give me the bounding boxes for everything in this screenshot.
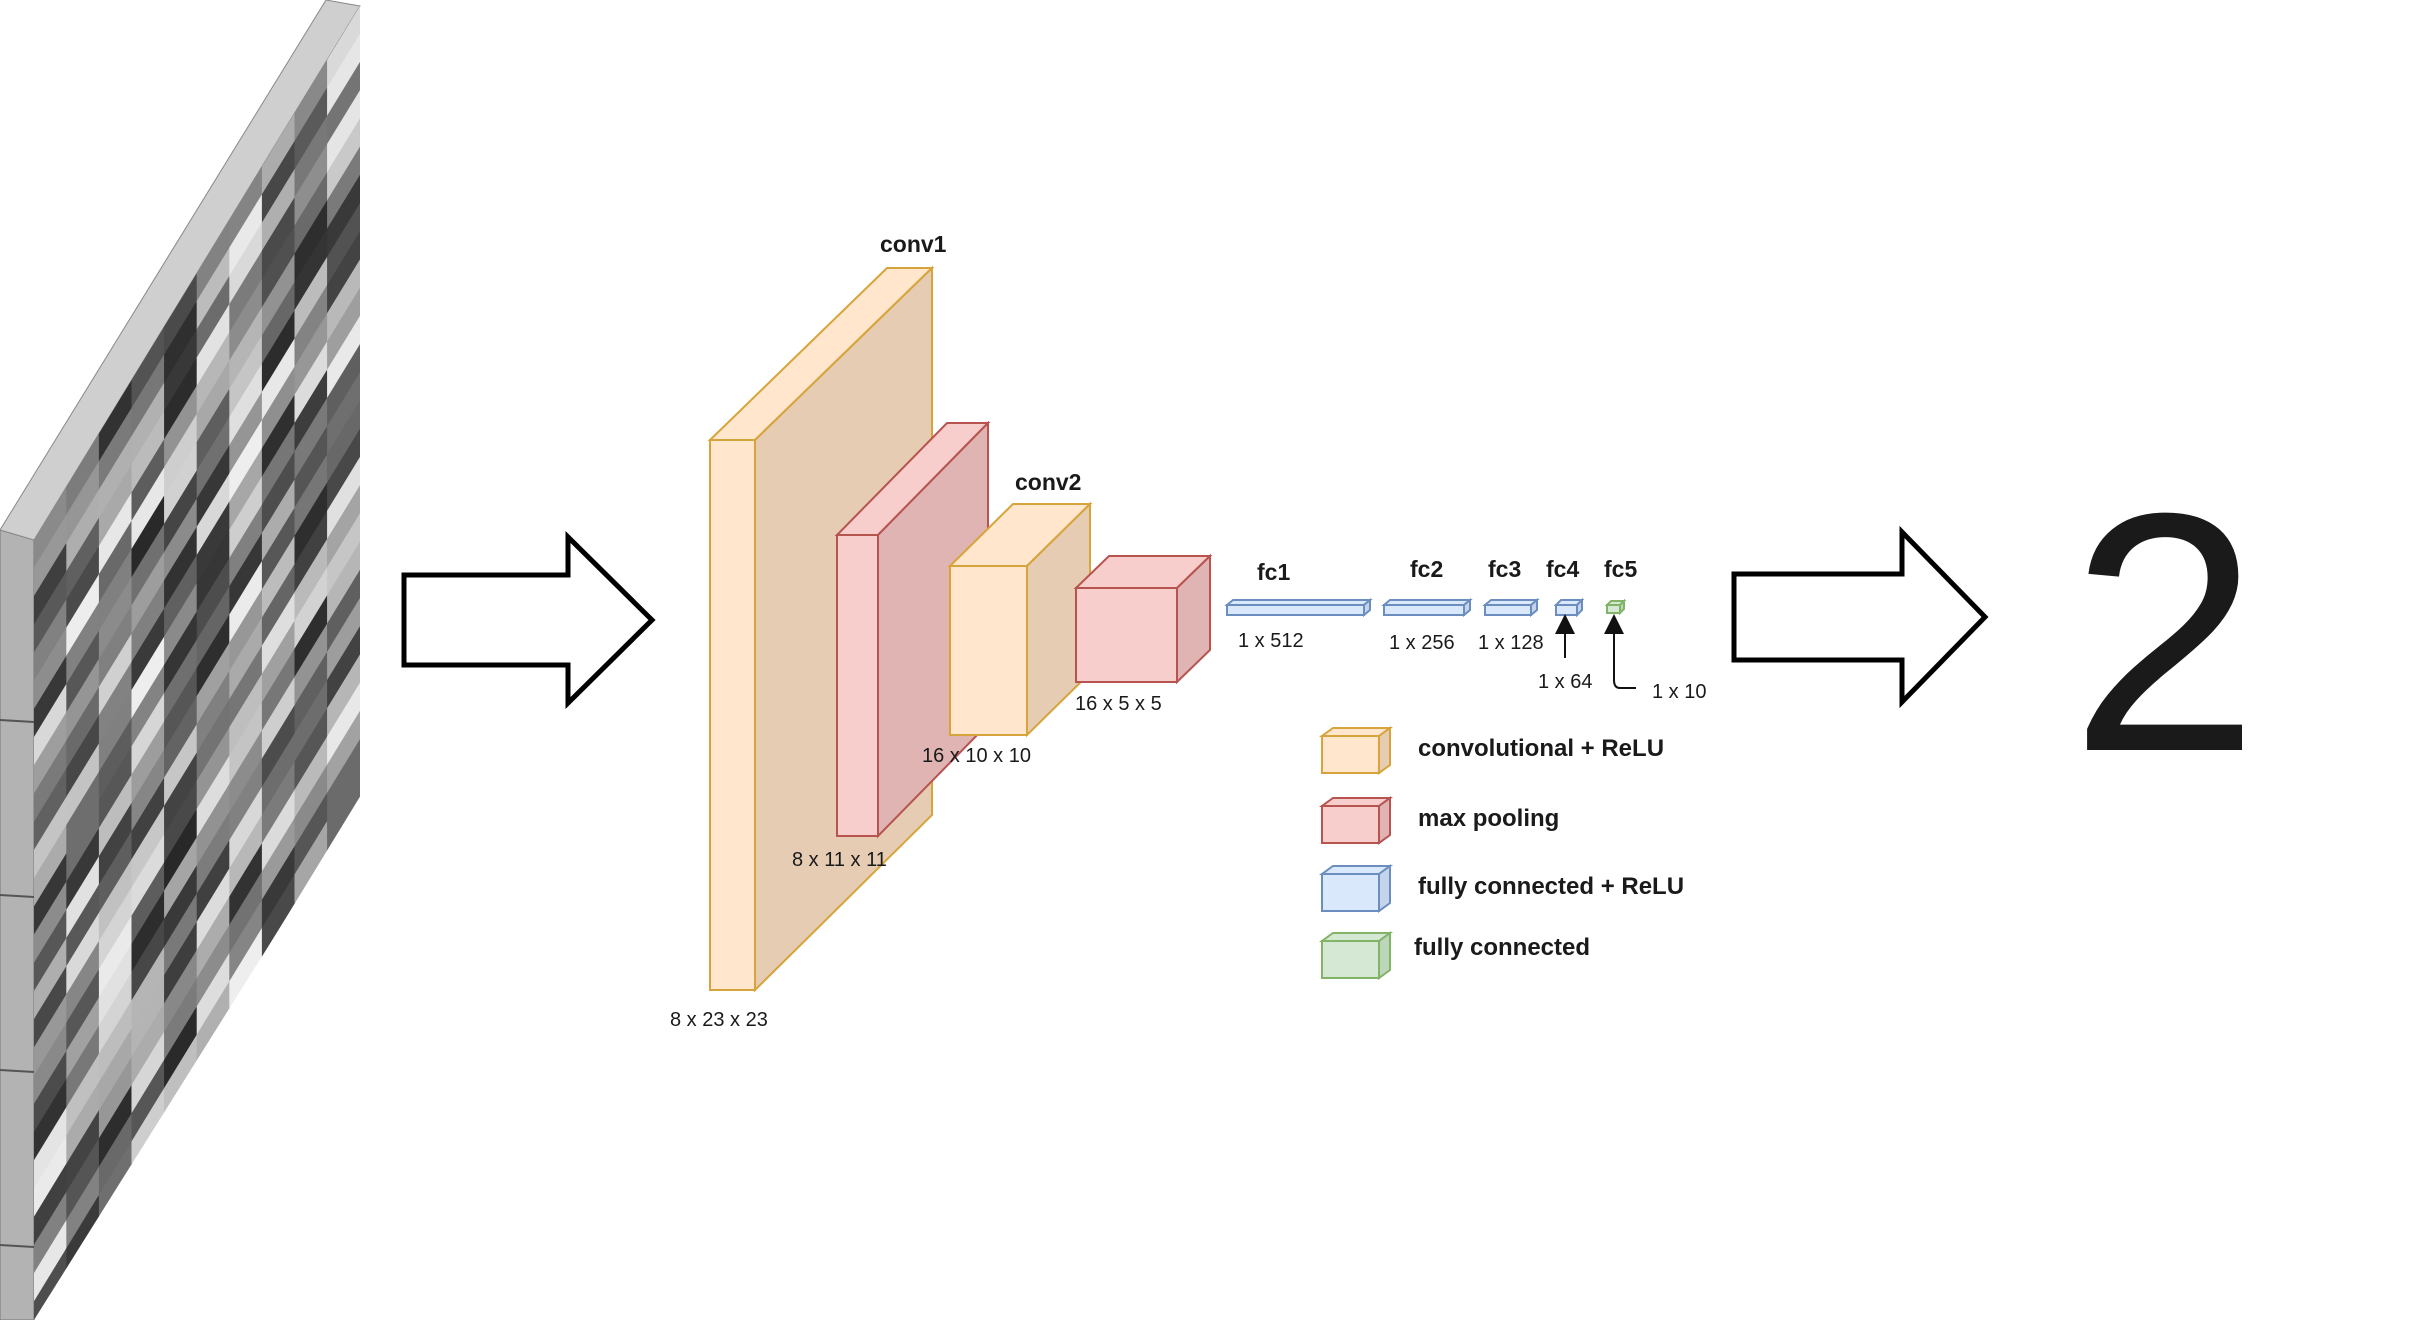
input-pixel	[327, 61, 360, 146]
fc3-dims: 1 x 128	[1478, 632, 1544, 654]
fc2-dims: 1 x 256	[1389, 632, 1455, 654]
fc2-block	[1381, 597, 1473, 618]
input-pixel	[327, 371, 360, 456]
network-to-output-arrow	[1731, 525, 1989, 709]
fc5-label: fc5	[1604, 556, 1637, 582]
input-pixel	[327, 146, 360, 230]
fc5-dims: 1 x 10	[1652, 681, 1706, 703]
input-pixel	[327, 399, 360, 484]
input-pixel	[327, 89, 360, 174]
input-pixel	[327, 6, 360, 89]
input-pixel	[327, 682, 360, 766]
input-pixel	[327, 569, 360, 653]
input-to-network-arrow	[401, 531, 656, 709]
input-pixel	[327, 315, 360, 400]
input-image	[0, 0, 361, 1320]
fc3-label: fc3	[1488, 556, 1521, 582]
input-pixel	[327, 597, 360, 682]
legend-swatch-conv	[1318, 726, 1394, 775]
input-pixel	[327, 541, 360, 625]
input-pixel	[327, 484, 360, 569]
input-pixel	[327, 653, 360, 738]
fc1-label: fc1	[1257, 559, 1290, 585]
legend-swatch-pool	[1318, 796, 1394, 845]
legend-label-pool: max pooling	[1418, 805, 1559, 832]
input-pixel	[327, 625, 360, 710]
input-image-edge-ticks	[0, 719, 35, 1248]
legend-swatch-fc-relu	[1318, 864, 1394, 913]
input-pixel	[327, 202, 360, 287]
input-pixel	[327, 738, 360, 823]
pool1-dims: 8 x 11 x 11	[792, 849, 887, 871]
fc2-label: fc2	[1410, 556, 1443, 582]
input-pixel	[327, 258, 360, 343]
fc4-dims: 1 x 64	[1538, 671, 1592, 693]
conv2-label: conv2	[1015, 469, 1081, 495]
legend-label-conv: convolutional + ReLU	[1418, 735, 1664, 762]
input-pixel	[327, 456, 360, 541]
conv2-block	[947, 501, 1093, 738]
input-pixel	[327, 33, 360, 117]
input-pixel	[327, 710, 360, 795]
fc5-block	[1604, 598, 1627, 616]
fc3-block	[1482, 597, 1540, 618]
fc4-label: fc4	[1546, 556, 1579, 582]
fc1-dims: 1 x 512	[1238, 630, 1304, 652]
input-pixel	[327, 117, 360, 202]
input-pixel	[327, 230, 360, 315]
conv1-label: conv1	[880, 231, 947, 257]
conv2-dims: 16 x 10 x 10	[922, 745, 1031, 767]
fc4-block	[1553, 597, 1585, 618]
legend-swatch-fc	[1318, 931, 1394, 980]
pool2-dims: 16 x 5 x 5	[1075, 693, 1162, 715]
fc5-arrow	[1604, 614, 1636, 689]
legend-label-fc-relu: fully connected + ReLU	[1418, 873, 1684, 900]
input-pixel	[327, 428, 360, 512]
pool2-block	[1073, 553, 1213, 685]
input-pixel	[327, 174, 360, 258]
legend-label-fc: fully connected	[1414, 934, 1590, 961]
input-pixel	[327, 766, 360, 851]
input-pixel	[327, 287, 360, 371]
input-pixel	[327, 512, 360, 597]
input-pixel	[327, 343, 360, 428]
legend: convolutional + ReLU max pooling fully c…	[1318, 726, 1684, 980]
predicted-output: 2	[2070, 443, 2259, 823]
fc1-block	[1224, 597, 1373, 618]
conv1-dims: 8 x 23 x 23	[670, 1009, 768, 1031]
